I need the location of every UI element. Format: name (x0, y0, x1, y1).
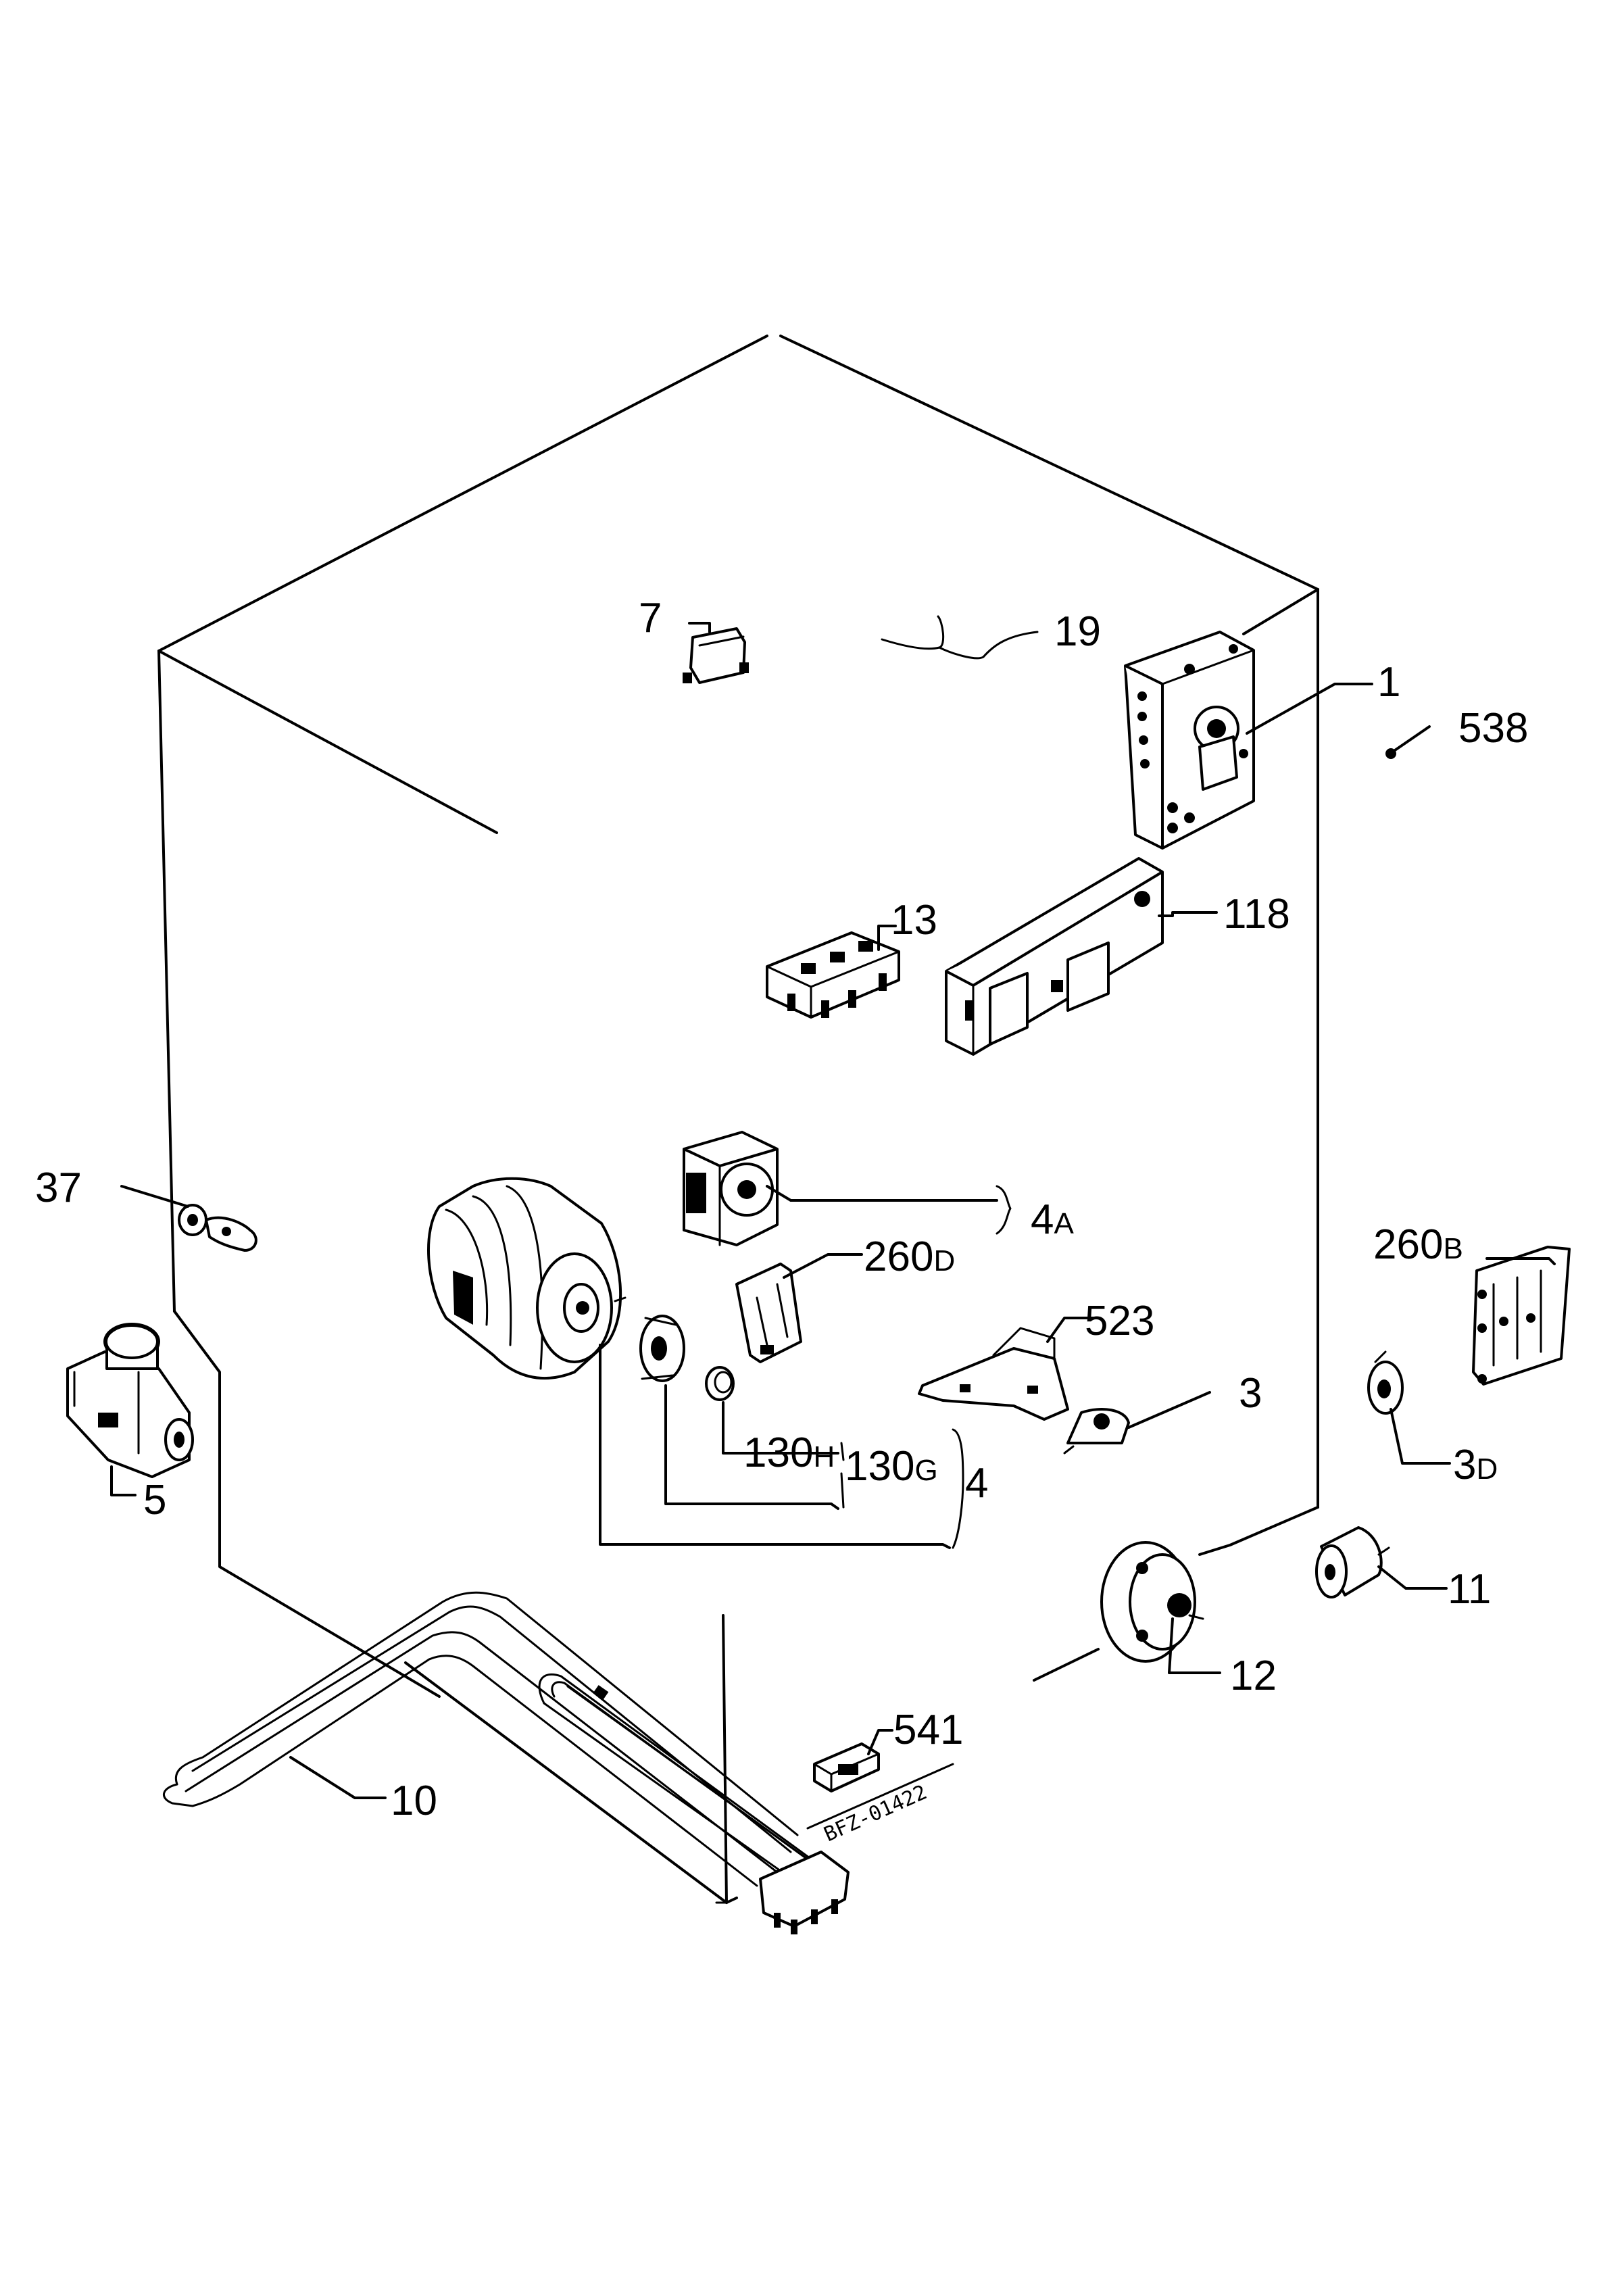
label-118: 118 (1223, 891, 1290, 937)
label-5: 5 (143, 1477, 166, 1523)
part-3-thermostat: 3 (1063, 1370, 1262, 1455)
part-130g-pulley (639, 1315, 685, 1382)
label-3: 3 (1239, 1370, 1262, 1417)
part-260d-bracket: 260D (735, 1234, 955, 1363)
part-541: 541 (813, 1707, 963, 1792)
label-260b: 260B (1373, 1221, 1463, 1268)
label-130g-suffix: G (914, 1454, 937, 1487)
part-4a-pump: 4A (683, 1131, 1074, 1246)
label-130h: 130H (743, 1430, 835, 1476)
label-260b-suffix: B (1443, 1232, 1463, 1265)
part-10-heater: 10 (163, 1591, 850, 1934)
part-12-pressure-switch: 12 (1100, 1541, 1277, 1699)
part-7-switch: 7 (639, 595, 749, 684)
label-4: 4 (965, 1460, 988, 1507)
cabinet-outline (157, 335, 1319, 1904)
label-523: 523 (1085, 1298, 1154, 1344)
label-4a: 4A (1031, 1196, 1074, 1243)
label-130g-number: 130 (845, 1443, 914, 1490)
label-541: 541 (893, 1707, 963, 1753)
label-11: 11 (1448, 1566, 1491, 1613)
part-3d: 3D (1367, 1350, 1498, 1488)
part-5-valve: 5 (66, 1323, 194, 1523)
label-12: 12 (1230, 1653, 1277, 1699)
label-1: 1 (1377, 659, 1400, 706)
label-37: 37 (35, 1165, 82, 1211)
part-538-screw: 538 (1385, 705, 1528, 759)
label-4a-suffix: A (1054, 1207, 1074, 1240)
label-260b-number: 260 (1373, 1221, 1443, 1268)
drawing-code: BFZ-01422 (820, 1780, 931, 1847)
label-4a-number: 4 (1031, 1196, 1054, 1243)
part-118-module: 118 (945, 857, 1290, 1056)
label-538: 538 (1458, 705, 1528, 752)
part-19-wire: 19 (881, 608, 1101, 660)
label-260d-number: 260 (864, 1234, 933, 1280)
part-13-terminal-block: 13 (766, 897, 937, 1019)
label-3d: 3D (1453, 1442, 1498, 1488)
part-37: 37 (35, 1165, 257, 1252)
part-523-plate: 523 (918, 1298, 1154, 1421)
part-motor (426, 1177, 626, 1380)
label-10: 10 (391, 1778, 437, 1824)
label-7: 7 (639, 595, 662, 641)
labels-130-motor-group: 130H 130G 4 (599, 1344, 988, 1549)
label-3d-number: 3 (1453, 1442, 1476, 1488)
part-11-capacitor: 11 (1315, 1526, 1491, 1613)
label-260d-suffix: D (933, 1244, 955, 1277)
label-130h-number: 130 (743, 1430, 813, 1476)
part-260b-bracket: 260B (1373, 1221, 1571, 1386)
label-13: 13 (891, 897, 937, 944)
label-3d-suffix: D (1476, 1452, 1498, 1486)
part-130h-bushing (705, 1366, 735, 1401)
label-19: 19 (1054, 608, 1101, 655)
part-1-timer: 1 (1124, 631, 1400, 850)
label-130h-suffix: H (813, 1440, 835, 1473)
label-260d: 260D (864, 1234, 955, 1280)
label-130g: 130G (845, 1443, 938, 1490)
